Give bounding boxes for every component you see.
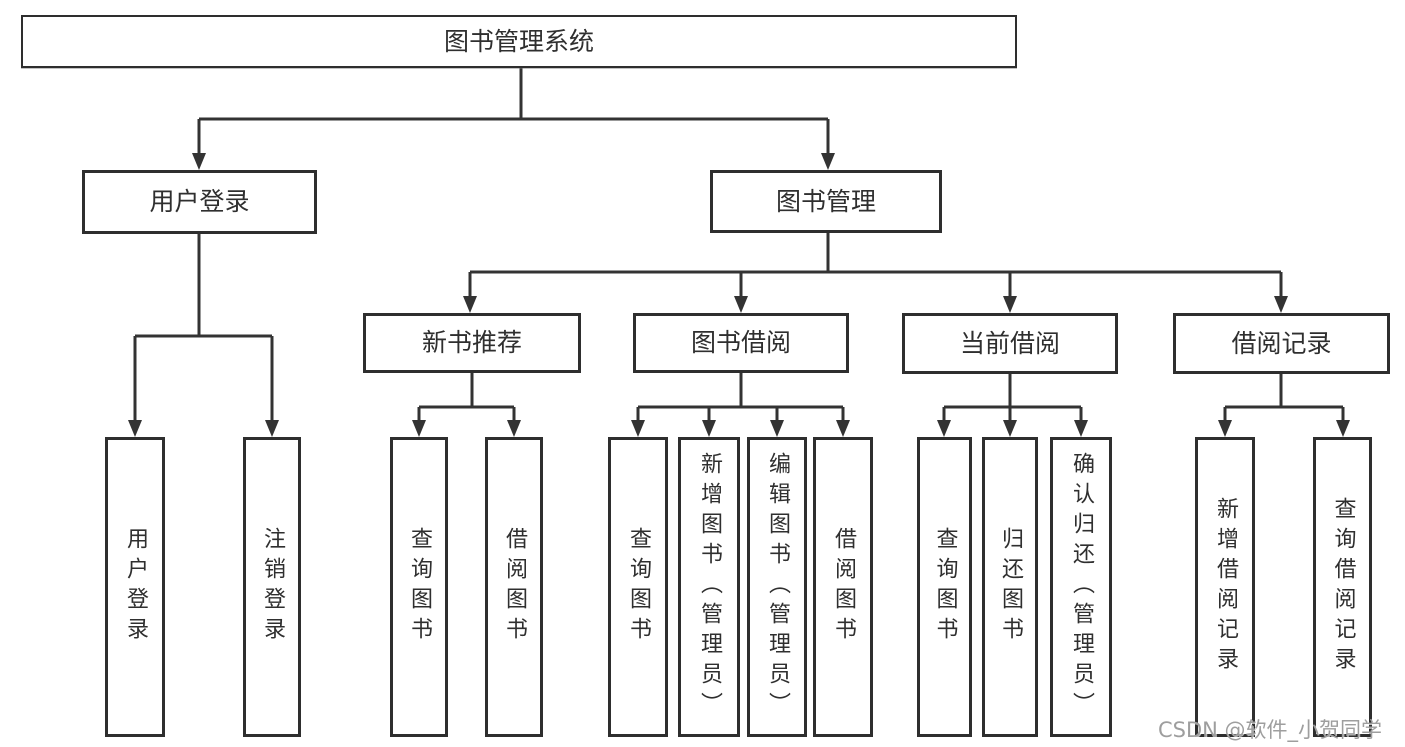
arrowhead-icon (821, 153, 835, 170)
node-leaf-query-books-rec: 查询图书 (390, 437, 448, 737)
arrowhead-icon (463, 296, 477, 313)
node-leaf-user-login: 用户登录 (105, 437, 165, 737)
node-leaf-add-book-admin: 新增图书（管理员） (678, 437, 740, 737)
node-book-borrow: 图书借阅 (633, 313, 849, 373)
node-leaf-borrow-books-rec: 借阅图书 (485, 437, 543, 737)
arrowhead-icon (507, 420, 521, 437)
arrowhead-icon (1003, 296, 1017, 313)
node-book-mgmt: 图书管理 (710, 170, 942, 233)
arrowhead-icon (734, 296, 748, 313)
arrowhead-icon (192, 153, 206, 170)
arrowhead-icon (1074, 420, 1088, 437)
arrowhead-icon (631, 420, 645, 437)
node-leaf-add-borrow-record: 新增借阅记录 (1195, 437, 1255, 737)
arrowhead-icon (128, 420, 142, 437)
node-leaf-confirm-return: 确认归还（管理员） (1050, 437, 1112, 737)
arrowhead-icon (1003, 420, 1017, 437)
node-leaf-edit-book-admin: 编辑图书（管理员） (747, 437, 807, 737)
arrowhead-icon (1274, 296, 1288, 313)
node-root: 图书管理系统 (21, 15, 1017, 68)
node-borrow-records: 借阅记录 (1173, 313, 1390, 374)
arrowhead-icon (412, 420, 426, 437)
node-leaf-query-borrow-record: 查询借阅记录 (1313, 437, 1372, 737)
node-current-borrow: 当前借阅 (902, 313, 1118, 374)
node-leaf-query-books-current: 查询图书 (917, 437, 972, 737)
arrowhead-icon (770, 420, 784, 437)
arrowhead-icon (836, 420, 850, 437)
watermark: CSDN @软件_小贺同学 (1158, 718, 1383, 742)
node-leaf-query-books-borrow: 查询图书 (608, 437, 668, 737)
arrowhead-icon (1336, 420, 1350, 437)
node-leaf-logout: 注销登录 (243, 437, 301, 737)
arrowhead-icon (702, 420, 716, 437)
arrowhead-icon (1218, 420, 1232, 437)
node-leaf-return-book: 归还图书 (982, 437, 1038, 737)
arrowhead-icon (937, 420, 951, 437)
arrowhead-icon (265, 420, 279, 437)
node-user-login: 用户登录 (82, 170, 317, 234)
node-leaf-borrow-books-2: 借阅图书 (813, 437, 873, 737)
node-new-book-rec: 新书推荐 (363, 313, 581, 373)
